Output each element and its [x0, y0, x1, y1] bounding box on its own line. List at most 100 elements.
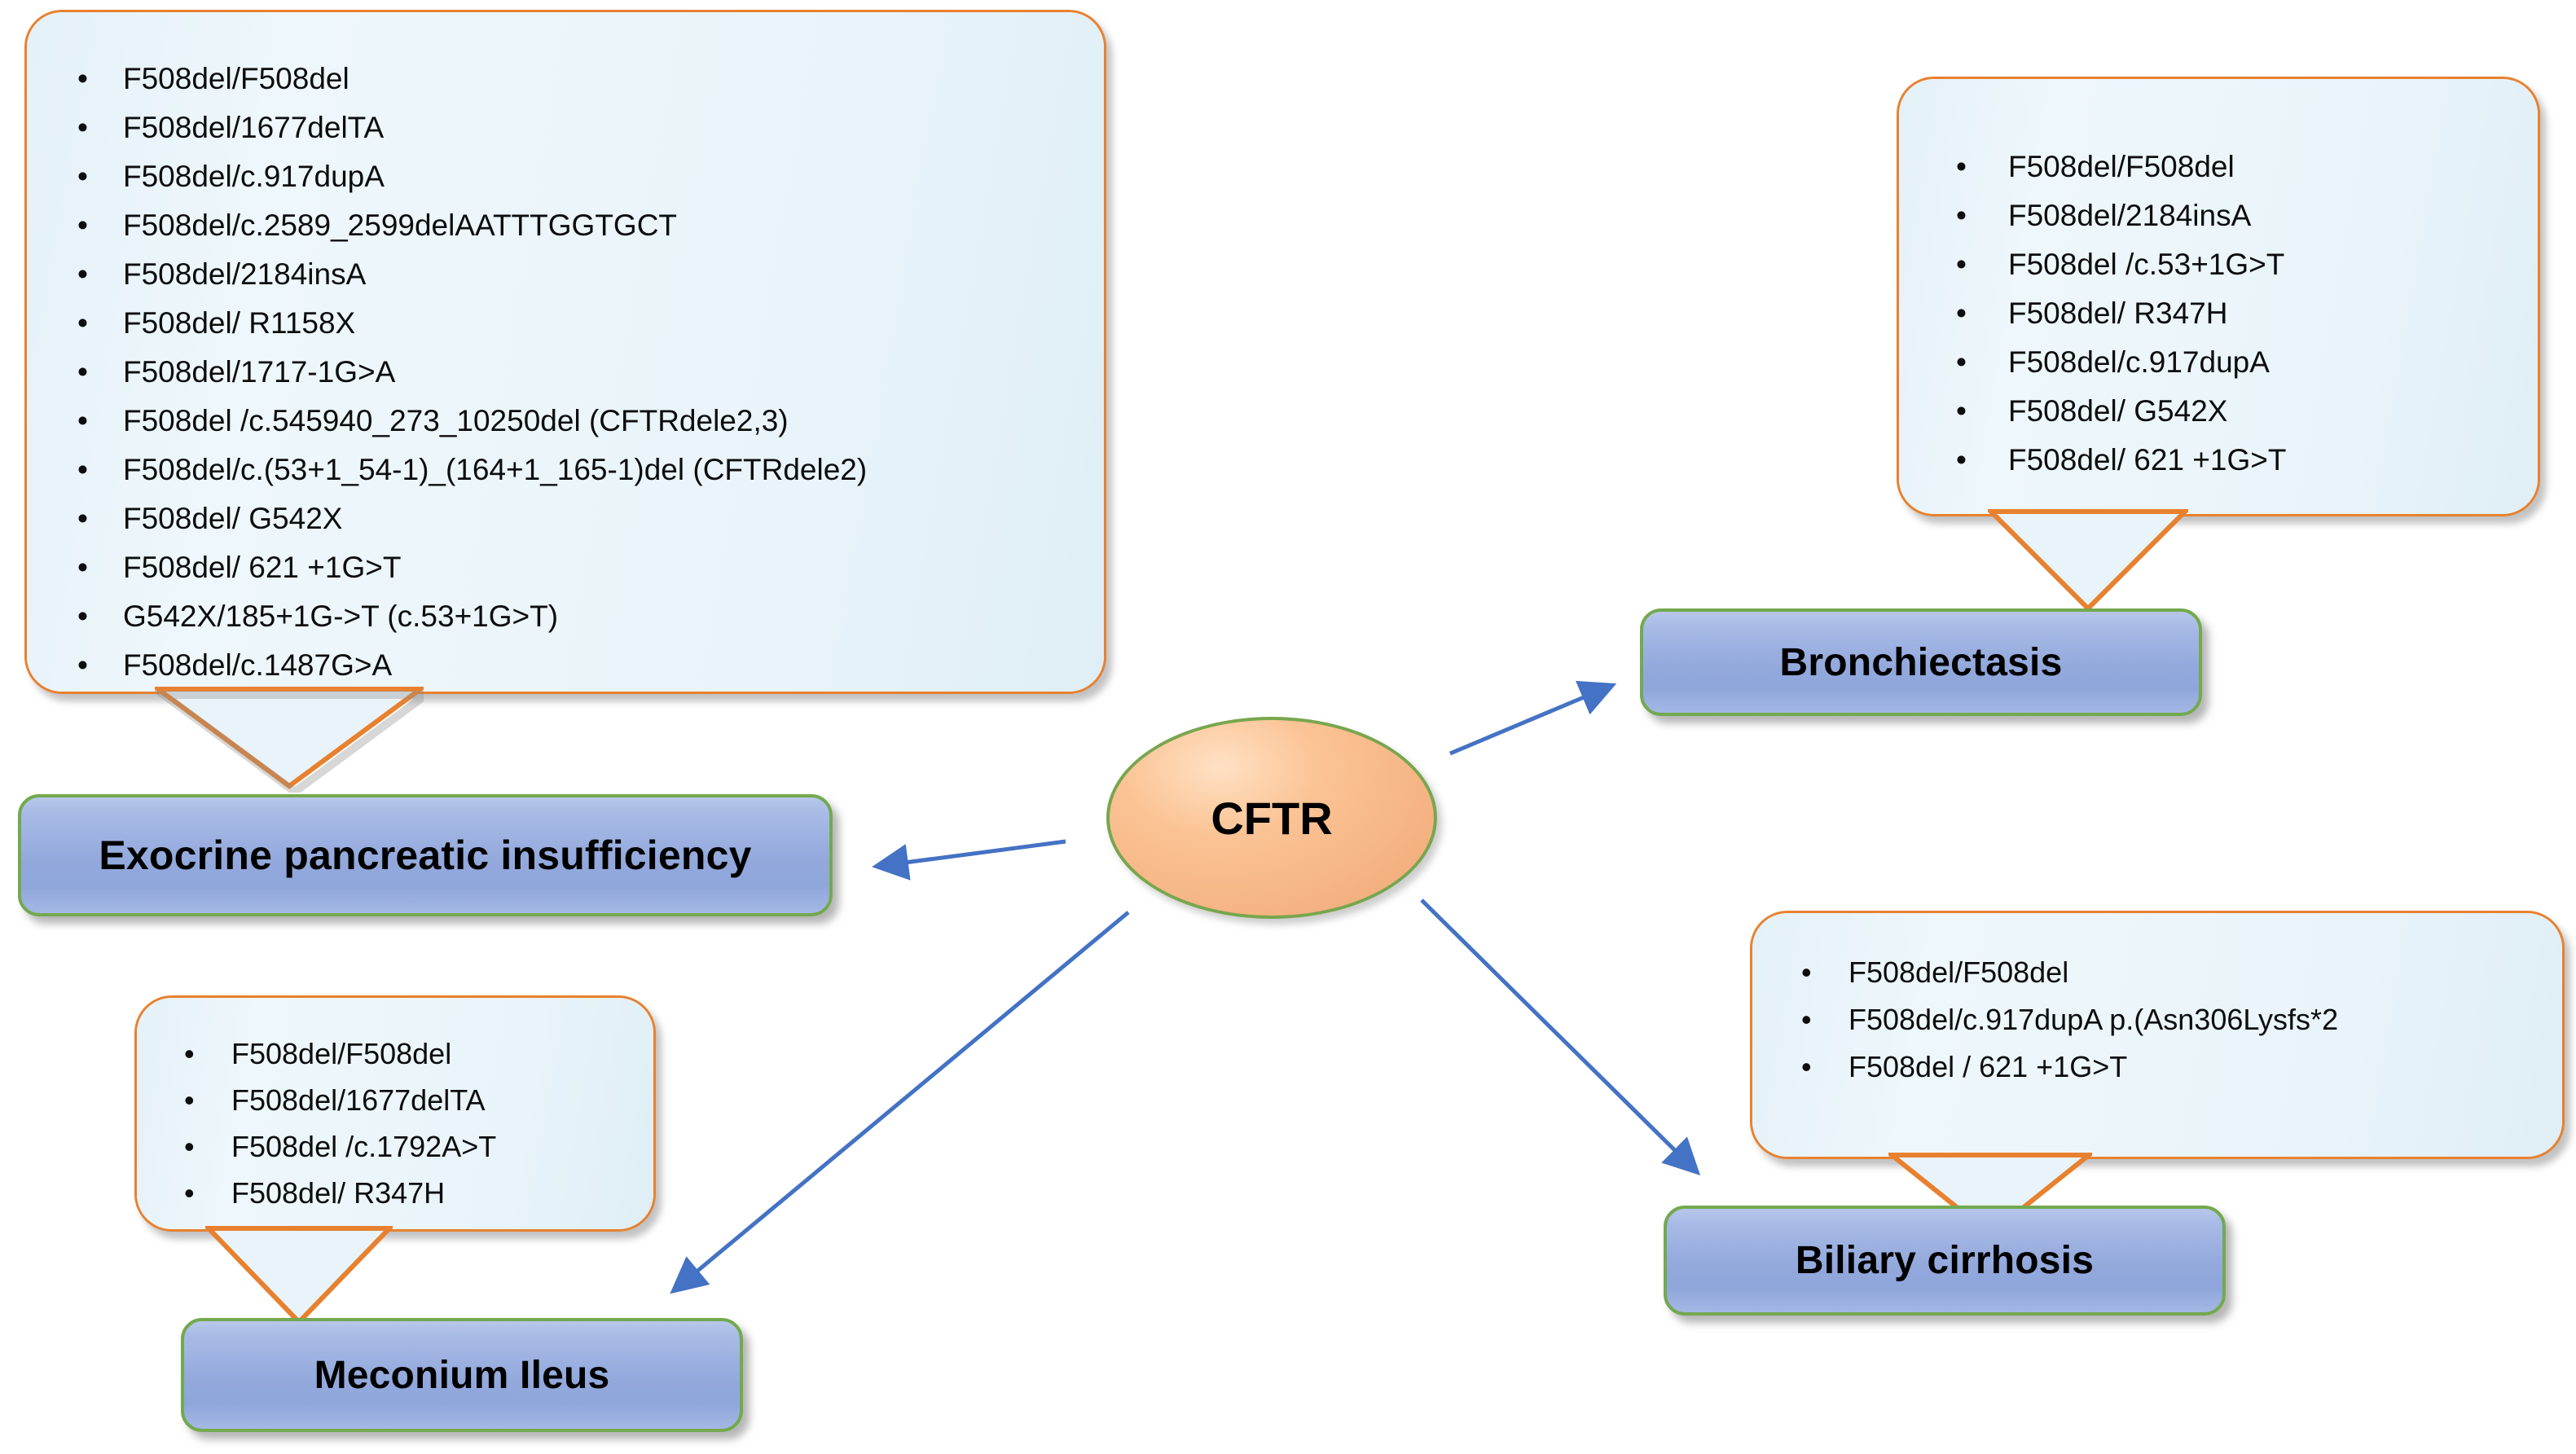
box-biliary-cirrhosis[interactable]: Biliary cirrhosis — [1664, 1206, 2226, 1316]
bullet-icon: • — [1956, 443, 1967, 477]
cftr-label: CFTR — [1211, 792, 1333, 844]
genotype-text: F508del/ 621 +1G>T — [2008, 443, 2287, 477]
list-item: •F508del/1677delTA — [184, 1077, 653, 1123]
list-item: • F508del/1677delTA — [77, 103, 1104, 152]
list-item: • F508del/ 621 +1G>T — [77, 543, 1104, 592]
list-item: • F508del/c.1487G>A — [77, 641, 1104, 690]
genotype-text: F508del /c.1792A>T — [231, 1130, 497, 1163]
bullet-icon: • — [77, 355, 88, 389]
list-item: • F508del/ R347H — [1956, 289, 2538, 338]
genotype-text: F508del/ G542X — [123, 502, 343, 535]
arrow-to-biliary-cirrhosis — [1420, 898, 1701, 1176]
arrow-to-bronchiectasis — [1449, 680, 1617, 756]
list-item: • F508del/c.(53+1_54-1)_(164+1_165-1)del… — [77, 446, 1104, 494]
box-label: Meconium Ileus — [314, 1353, 610, 1397]
bullet-icon: • — [77, 62, 88, 95]
genotype-text: F508del/2184insA — [2008, 199, 2252, 232]
genotype-list-exocrine: •F508del/F508del •F508del/1677delTA •F50… — [77, 55, 1104, 690]
genotype-list-biliary: • F508del/F508del • F508del/c.917dupA p.(A… — [1801, 949, 2562, 1091]
genotype-text: F508del/ R347H — [2008, 297, 2228, 330]
arrow-to-exocrine-pancreatic-insufficiency — [872, 839, 1066, 881]
list-item: • F508del/F508del — [77, 55, 1104, 103]
box-bronchiectasis[interactable]: Bronchiectasis — [1640, 608, 2202, 716]
genotype-text: F508del /c.53+1G>T — [2008, 248, 2285, 281]
box-meconium-ileus[interactable]: Meconium Ileus — [181, 1318, 743, 1432]
list-item: • F508del/1717-1G>A — [77, 348, 1104, 397]
bullet-icon: • — [77, 111, 88, 144]
cftr-node[interactable]: CFTR — [1106, 717, 1437, 919]
callout-bronchiectasis: • F508del/F508del • F508del/2184insA • F508… — [1897, 77, 2540, 516]
genotype-text: F508del/1717-1G>A — [123, 355, 396, 389]
genotype-text: F508del/c.917dupA — [123, 160, 385, 193]
genotype-text: F508del/c.917dupA p.(Asn306Lysfs*2 — [1848, 1003, 2339, 1036]
callout-meconium-ileus: •F508del/F508del •F508del/1677delTA • F50… — [134, 995, 656, 1232]
bullet-icon: • — [1801, 1050, 1812, 1083]
list-item: • F508del/ R1158X — [77, 299, 1104, 348]
callout-tail-meconium-ileus — [205, 1226, 393, 1326]
genotype-list-meconium: •F508del/F508del •F508del/1677delTA • F50… — [184, 1030, 653, 1216]
genotype-text: F508del/F508del — [123, 62, 349, 95]
list-item: • F508del /c.53+1G>T — [1956, 240, 2538, 289]
bullet-icon: • — [1956, 297, 1967, 330]
callout-biliary-cirrhosis: • F508del/F508del • F508del/c.917dupA p.(A… — [1750, 911, 2565, 1159]
bullet-icon: • — [1956, 394, 1967, 428]
bullet-icon: • — [77, 306, 88, 340]
bullet-icon: • — [77, 551, 88, 584]
genotype-text: F508del/F508del — [2008, 150, 2235, 183]
genotype-text: F508del/c.917dupA — [2008, 345, 2270, 379]
bullet-icon: • — [77, 600, 88, 633]
genotype-text: F508del/ R347H — [231, 1176, 446, 1210]
genotype-text: F508del/2184insA — [123, 257, 367, 291]
list-item: • F508del/c.917dupA p.(Asn306Lysfs*2 — [1801, 996, 2562, 1043]
genotype-text: F508del/ 621 +1G>T — [123, 551, 402, 584]
list-item: • F508del/ G542X — [77, 494, 1104, 543]
bullet-icon: • — [77, 257, 88, 291]
bullet-icon: • — [77, 160, 88, 193]
bullet-icon: • — [1801, 955, 1812, 989]
genotype-text: F508del/ G542X — [2008, 394, 2228, 428]
bullet-icon: • — [77, 209, 88, 242]
bullet-icon: • — [184, 1130, 195, 1163]
genotype-text: F508del/c.(53+1_54-1)_(164+1_165-1)del (… — [123, 453, 868, 486]
bullet-icon: • — [1956, 345, 1967, 379]
list-item: •F508del /c.545940_273_10250del (CFTRdel… — [77, 397, 1104, 446]
bullet-icon: • — [77, 648, 88, 682]
list-item: • F508del/c.917dupA — [77, 152, 1104, 201]
bullet-icon: • — [184, 1176, 195, 1210]
bullet-icon: • — [1956, 150, 1967, 183]
bullet-icon: • — [184, 1037, 195, 1070]
list-item: • F508del/2184insA — [77, 250, 1104, 299]
bullet-icon: • — [1801, 1003, 1812, 1036]
bullet-icon: • — [77, 453, 88, 486]
bullet-icon: • — [77, 404, 88, 437]
box-label: Exocrine pancreatic insufficiency — [99, 832, 752, 878]
list-item: • F508del /c.1792A>T — [184, 1123, 653, 1170]
genotype-list-bronchiectasis: • F508del/F508del • F508del/2184insA • F508… — [1956, 143, 2538, 485]
bullet-icon: • — [1956, 199, 1967, 232]
list-item: •F508del/c.2589_2599delAATTTGGTGCT — [77, 201, 1104, 250]
list-item: • F508del/c.917dupA — [1956, 338, 2538, 387]
box-exocrine-pancreatic-insufficiency[interactable]: Exocrine pancreatic insufficiency — [18, 794, 833, 916]
list-item: • F508del/ R347H — [184, 1170, 653, 1216]
genotype-text: F508del/ R1158X — [123, 306, 356, 340]
genotype-text: F508del/1677delTA — [123, 111, 385, 144]
genotype-text: F508del / 621 +1G>T — [1848, 1050, 2128, 1083]
list-item: • F508del/ 621 +1G>T — [1956, 436, 2538, 485]
bullet-icon: • — [77, 502, 88, 535]
callout-exocrine-pancreatic-insufficiency: •F508del/F508del •F508del/1677delTA •F50… — [24, 10, 1106, 694]
list-item: • F508del/F508del — [1801, 949, 2562, 996]
callout-tail-biliary-cirrhosis — [1888, 1153, 2092, 1237]
callout-tail-exocrine — [155, 687, 424, 793]
bullet-icon: • — [184, 1083, 195, 1117]
genotype-text: F508del/c.1487G>A — [123, 648, 393, 682]
list-item: • F508del/ G542X — [1956, 387, 2538, 436]
list-item: • F508del / 621 +1G>T — [1801, 1043, 2562, 1091]
list-item: • F508del/F508del — [1956, 143, 2538, 191]
bullet-icon: • — [1956, 248, 1967, 281]
arrow-to-meconium-ileus — [670, 911, 1130, 1294]
list-item: •F508del/F508del — [184, 1030, 653, 1077]
list-item: • F508del/2184insA — [1956, 191, 2538, 240]
genotype-text: F508del/F508del — [1848, 955, 2069, 989]
box-label: Bronchiectasis — [1779, 640, 2063, 684]
